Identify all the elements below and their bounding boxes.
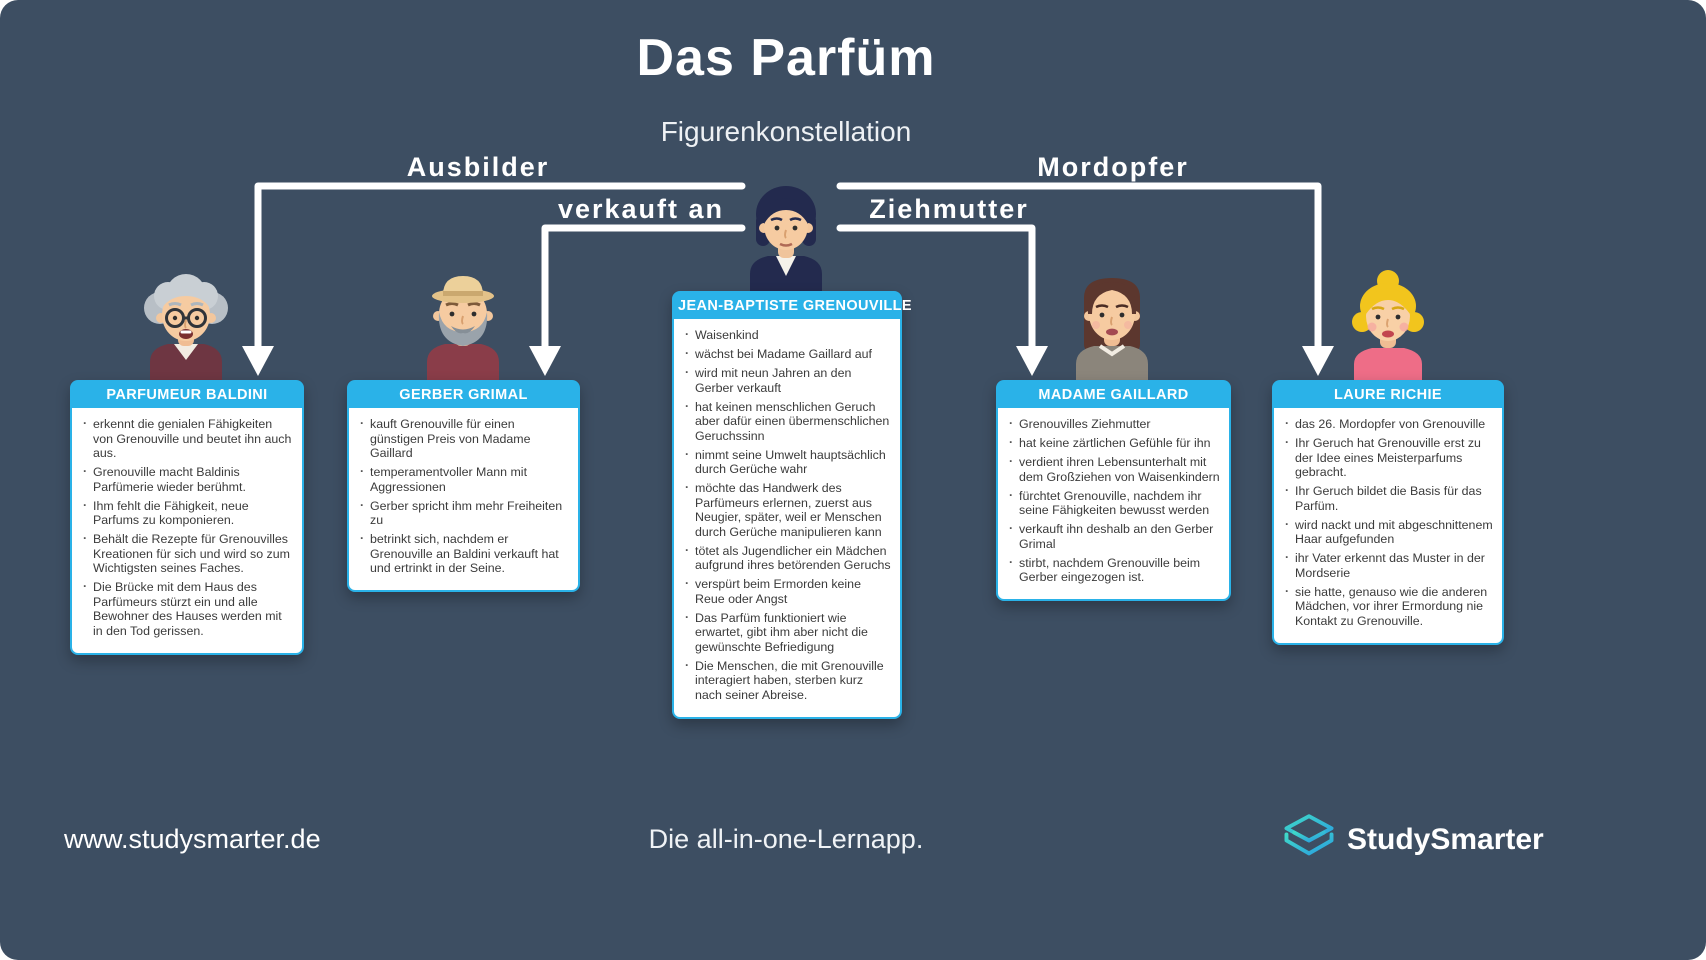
page-subtitle: Figurenkonstellation [660,116,912,147]
character-card-grenouville: JEAN-BAPTISTE GRENOUVILLE Waisenkind wäch… [672,291,912,719]
fact-item: möchte das Handwerk des Parfümeurs erler… [680,480,891,539]
fact-item: betrinkt sich, nachdem er Grenouville an… [355,531,569,576]
character-name: MADAME GAILLARD [998,382,1229,408]
fact-item: Behält die Rezepte für Grenouvilles Krea… [78,531,293,576]
character-name: LAURE RICHIE [1274,382,1502,408]
relation-label-ausbilder: Ausbilder [406,152,550,182]
arrowhead-laure [1302,346,1334,376]
laure-avatar-icon [1328,268,1448,380]
fact-item: erkennt die genialen Fähigkeiten von Gre… [78,416,293,461]
character-name: JEAN-BAPTISTE GRENOUVILLE [674,293,912,319]
fact-item: sie hatte, genauso wie die anderen Mädch… [1280,584,1493,629]
character-facts: das 26. Mordopfer von GrenouvilleIhr Ger… [1274,408,1502,643]
fact-item: hat keine zärtlichen Gefühle für ihn [1004,435,1220,451]
fact-item: wird nackt und mit abgeschnittenem Haar … [1280,517,1493,547]
character-name: GERBER GRIMAL [349,382,578,408]
fact-item: Das Parfüm funktioniert wie erwartet, gi… [680,610,891,655]
character-facts: Waisenkind wächst bei Madame Gaillard auf… [674,319,900,717]
fact-item: verkauft ihn deshalb an den Gerber Grima… [1004,521,1220,551]
character-card-grimal: GERBER GRIMAL kauft Grenouville für eine… [347,380,580,592]
fact-item: Ihr Geruch hat Grenouville erst zu der I… [1280,435,1493,480]
studysmarter-logo-icon [1283,812,1335,867]
footer-website: www.studysmarter.de [64,824,321,854]
fact-item: wächst bei Madame Gaillard auf [680,346,891,362]
character-facts: erkennt die genialen Fähigkeiten von Gre… [72,408,302,653]
fact-item: das 26. Mordopfer von Grenouville [1280,416,1493,432]
relation-label-verkauft-an: verkauft an [557,194,725,224]
fact-item: kauft Grenouville für einen günstigen Pr… [355,416,569,461]
fact-item: Die Brücke mit dem Haus des Parfümeurs s… [78,579,293,638]
fact-item: Gerber spricht ihm mehr Freiheiten zu [355,498,569,528]
baldini-avatar-icon [126,268,246,380]
fact-item: temperamentvoller Mann mit Aggressionen [355,464,569,494]
arrow-to-grimal [541,224,746,352]
footer-tagline: Die all-in-one-Lernapp. [648,824,924,854]
grenouville-avatar-icon [726,176,846,294]
arrowhead-baldini [242,346,274,376]
fact-item: Grenouvilles Ziehmutter [1004,416,1220,432]
arrowhead-grimal [529,346,561,376]
fact-item: Die Menschen, die mit Grenouville intera… [680,658,891,703]
fact-item: stirbt, nachdem Grenouville beim Gerber … [1004,555,1220,585]
relation-label-ziehmutter: Ziehmutter [869,194,1029,224]
page-title: Das Parfüm [636,29,936,87]
brand-name: StudySmarter [1347,822,1544,856]
fact-item: hat keinen menschlichen Geruch aber dafü… [680,399,891,444]
fact-item: Ihm fehlt die Fähigkeit, neue Parfums zu… [78,498,293,528]
fact-item: tötet als Jugendlicher ein Mädchen aufgr… [680,543,891,573]
grimal-avatar-icon [403,268,523,380]
fact-item: verspürt beim Ermorden keine Reue oder A… [680,576,891,606]
character-card-baldini: PARFUMEUR BALDINI erkennt die genialen F… [70,380,304,655]
fact-item: Grenouville macht Baldinis Parfümerie wi… [78,464,293,494]
character-facts: Grenouvilles Ziehmutter hat keine zärtlic… [998,408,1229,599]
fact-item: wird mit neun Jahren an den Gerber verka… [680,365,891,395]
fact-item: verdient ihren Lebensunterhalt mit dem G… [1004,454,1220,484]
character-card-laure: LAURE RICHIE das 26. Mordopfer von Greno… [1272,380,1504,645]
fact-item: Waisenkind [680,327,891,343]
arrow-to-laure [836,182,1322,352]
footer-brand: StudySmarter [1283,812,1544,867]
character-facts: kauft Grenouville für einen günstigen Pr… [349,408,578,590]
character-card-gaillard: MADAME GAILLARD Grenouvilles Ziehmutter h… [996,380,1231,601]
gaillard-avatar-icon [1052,268,1172,380]
arrow-to-baldini [254,182,746,352]
fact-item: nimmt seine Umwelt hauptsächlich durch G… [680,447,891,477]
fact-item: ihr Vater erkennt das Muster in der Mord… [1280,550,1493,580]
relation-label-mordopfer: Mordopfer [1037,152,1189,182]
arrow-to-gaillard [836,224,1036,352]
character-name: PARFUMEUR BALDINI [72,382,302,408]
fact-item: Ihr Geruch bildet die Basis für das Parf… [1280,483,1493,513]
arrowhead-gaillard [1016,346,1048,376]
fact-item: fürchtet Grenouville, nachdem ihr seine … [1004,488,1220,518]
